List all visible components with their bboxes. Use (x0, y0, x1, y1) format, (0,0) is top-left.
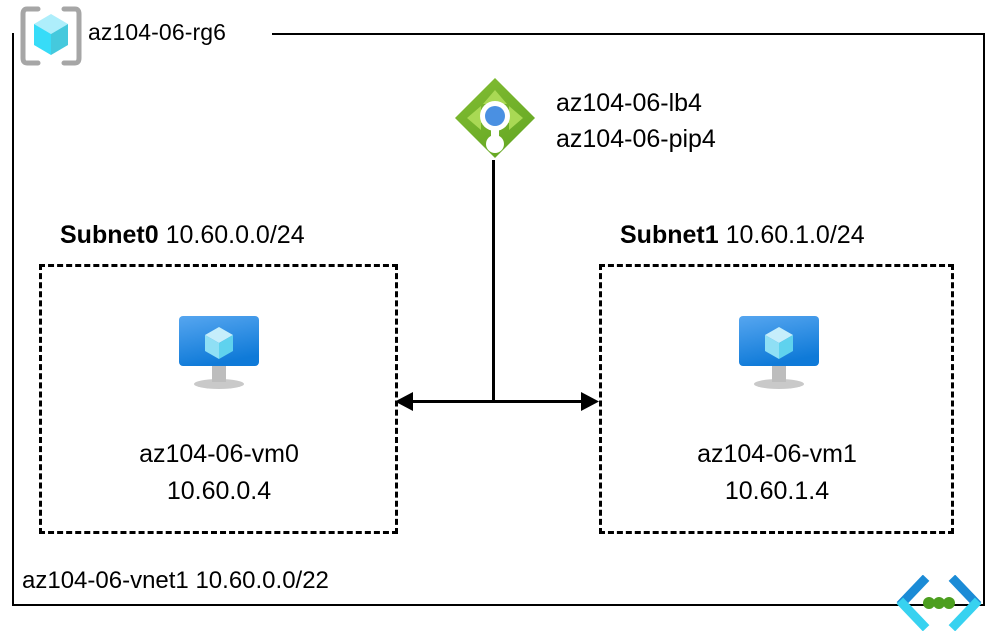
vm1-ip: 10.60.1.4 (724, 477, 830, 505)
virtual-network-icon (893, 574, 985, 632)
subnet-interconnect-arrow (393, 388, 601, 415)
vm0-labels: az104-06-vm0 10.60.0.4 (39, 436, 399, 510)
subnet0-name: Subnet0 (60, 221, 159, 249)
subnet1-boundary (599, 264, 954, 534)
subnet1-cidr: 10.60.1.0/24 (725, 221, 865, 249)
vm0-name: az104-06-vm0 (139, 440, 299, 468)
load-balancer-labels: az104-06-lb4 az104-06-pip4 (556, 85, 716, 157)
load-balancer-connector-line (492, 160, 495, 401)
vm1-name: az104-06-vm1 (697, 440, 857, 468)
vm0-ip: 10.60.0.4 (166, 477, 272, 505)
resource-group-boundary (12, 33, 985, 606)
load-balancer-icon (451, 74, 539, 166)
subnet0-title: Subnet0 10.60.0.0/24 (60, 221, 305, 250)
resource-group-label: az104-06-rg6 (88, 19, 227, 45)
vm1-labels: az104-06-vm1 10.60.1.4 (597, 436, 957, 510)
load-balancer-name: az104-06-lb4 (556, 89, 702, 117)
virtual-machine-icon-vm1 (736, 314, 822, 390)
subnet1-title: Subnet1 10.60.1.0/24 (620, 221, 865, 250)
virtual-machine-icon-vm0 (176, 314, 262, 390)
public-ip-name: az104-06-pip4 (556, 125, 716, 153)
resource-group-cube-icon (20, 6, 82, 66)
subnet0-cidr: 10.60.0.0/24 (165, 221, 305, 249)
subnet1-name: Subnet1 (620, 221, 719, 249)
subnet0-boundary (39, 264, 398, 534)
vnet-label: az104-06-vnet1 10.60.0.0/22 (22, 567, 329, 594)
